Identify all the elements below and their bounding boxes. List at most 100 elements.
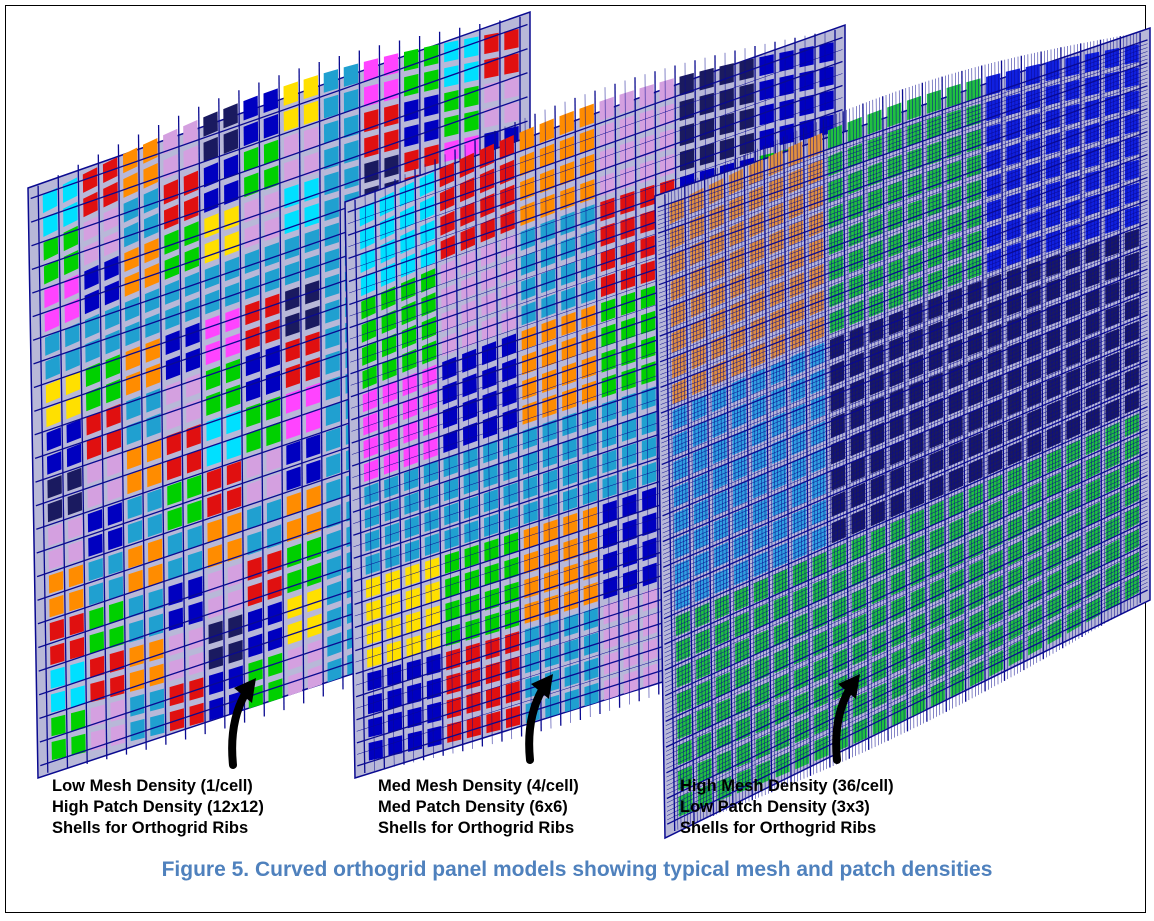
patch-cell	[584, 682, 599, 707]
patch-cell	[907, 121, 922, 147]
patch-cell	[542, 444, 557, 468]
patch-cell	[930, 628, 945, 656]
patch-cell	[927, 243, 942, 269]
patch-cell	[265, 319, 280, 344]
patch-cell	[399, 181, 415, 207]
patch-cell	[789, 219, 804, 246]
patch-cell	[208, 646, 223, 670]
mesh-line	[839, 112, 847, 761]
patch-cell	[386, 617, 401, 639]
patch-cell	[583, 531, 598, 556]
patch-cell	[1026, 211, 1041, 235]
patch-cell	[146, 438, 162, 463]
patch-cell	[1125, 551, 1139, 577]
mesh-line	[663, 391, 1148, 602]
patch-cell	[580, 204, 595, 229]
patch-cell	[86, 435, 102, 460]
mesh-line	[338, 55, 344, 690]
patch-cell	[407, 682, 422, 705]
patch-cell	[790, 298, 805, 325]
patch-cell	[755, 707, 770, 734]
patch-cell	[168, 557, 183, 581]
patch-cell	[420, 220, 435, 245]
mesh-line	[318, 61, 324, 697]
patch-cell	[521, 276, 536, 301]
patch-cell	[986, 73, 1001, 96]
patch-cell	[1086, 454, 1100, 480]
patch-cell	[541, 268, 556, 294]
patch-cell	[304, 177, 319, 202]
patch-cell	[579, 103, 594, 128]
patch-cell	[1124, 182, 1139, 205]
patch-cell	[599, 96, 614, 121]
patch-cell	[425, 605, 441, 628]
patch-cell	[66, 419, 81, 444]
patch-cell	[485, 637, 500, 660]
patch-cell	[620, 216, 635, 240]
patch-cell	[444, 502, 459, 526]
patch-cell	[739, 132, 754, 156]
patch-cell	[582, 456, 597, 480]
patch-cell	[729, 220, 744, 248]
patch-cell	[620, 241, 635, 266]
patch-cell	[849, 325, 864, 352]
patch-cell	[326, 478, 341, 503]
patch-cell	[671, 301, 686, 328]
mesh-line	[776, 139, 785, 787]
patch-cell	[1047, 569, 1062, 596]
mesh-line	[662, 337, 1148, 543]
patch-cell	[1006, 217, 1021, 241]
mesh-line	[218, 98, 226, 729]
patch-cell	[406, 635, 421, 658]
patch-cell	[754, 629, 769, 656]
mesh-line	[662, 318, 1148, 521]
patch-cell	[384, 103, 399, 127]
patch-cell	[149, 638, 164, 662]
patch-cell	[263, 139, 279, 165]
patch-cell	[203, 111, 218, 137]
patch-cell	[88, 558, 103, 582]
mesh-line	[664, 463, 1148, 684]
patch-cell	[505, 656, 520, 679]
mesh-line	[757, 148, 766, 796]
mesh-line	[665, 505, 1148, 731]
patch-cell	[445, 599, 460, 623]
patch-cell	[699, 142, 715, 166]
patch-cell	[327, 580, 342, 606]
patch-cell	[323, 69, 339, 93]
patch-cell	[123, 172, 138, 198]
mesh-line	[743, 155, 753, 801]
patch-cell	[986, 173, 1001, 197]
mesh-line	[958, 71, 963, 704]
patch-cell	[759, 78, 774, 101]
patch-cell	[600, 222, 615, 247]
patch-cell	[388, 735, 403, 757]
patch-cell	[1105, 468, 1120, 494]
patch-cell	[248, 659, 263, 684]
patch-cell	[752, 498, 768, 525]
patch-cell	[465, 593, 480, 617]
mesh-line	[997, 61, 1002, 683]
patch-cell	[775, 751, 790, 778]
patch-cell	[108, 526, 123, 551]
patch-cell	[360, 271, 376, 297]
patch-cell	[759, 128, 774, 151]
patch-cell	[243, 95, 258, 121]
patch-cell	[484, 538, 499, 562]
patch-cell	[443, 478, 459, 502]
mesh-line	[968, 68, 973, 699]
patch-cell	[1066, 343, 1081, 368]
patch-cell	[601, 374, 616, 398]
patch-cell	[909, 380, 924, 406]
mesh-line	[663, 387, 1148, 598]
patch-cell	[828, 177, 843, 203]
patch-cell	[187, 550, 203, 575]
patch-cell	[889, 439, 905, 466]
patch-cell	[1085, 146, 1100, 169]
patch-cell	[520, 226, 535, 251]
patch-cell	[67, 491, 83, 516]
mesh-line	[238, 90, 246, 723]
patch-cell	[184, 271, 200, 297]
patch-cell	[248, 633, 263, 658]
patch-cell	[48, 571, 64, 594]
